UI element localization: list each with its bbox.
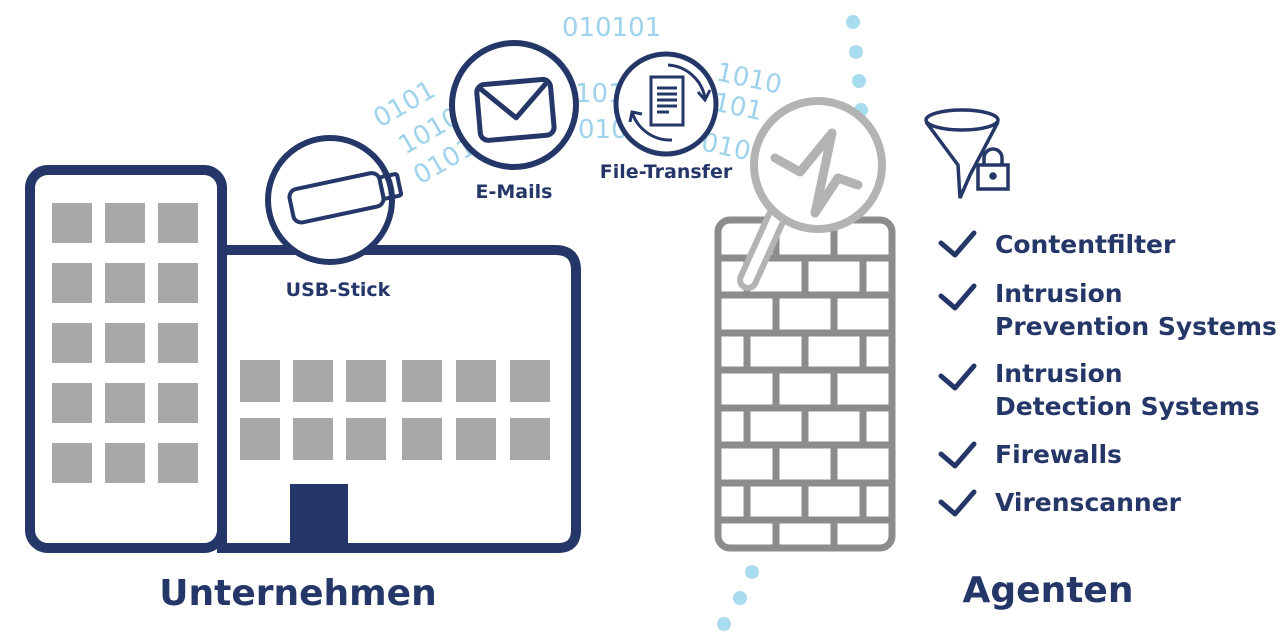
checklist-item: Firewalls xyxy=(938,440,1122,469)
agents-title: Agenten xyxy=(963,570,1134,611)
email-channel: E-Mails xyxy=(449,40,579,203)
door xyxy=(290,484,348,546)
firewall-wall-icon xyxy=(714,216,896,552)
protection-checklist: Contentfilter Intrusion Prevention Syste… xyxy=(938,230,1277,517)
funnel-lock-icon xyxy=(924,108,1010,199)
checklist-item: Intrusion Prevention Systems xyxy=(938,279,1277,341)
svg-text:USB-Stick: USB-Stick xyxy=(286,279,391,301)
company-title: Unternehmen xyxy=(159,573,436,614)
svg-text:Detection Systems: Detection Systems xyxy=(995,392,1260,421)
file-transfer-icon xyxy=(628,63,712,142)
check-icon xyxy=(938,230,977,258)
check-icon xyxy=(938,489,977,517)
company-building xyxy=(25,165,581,553)
low-building-windows xyxy=(240,360,550,460)
svg-text:Contentfilter: Contentfilter xyxy=(995,230,1176,259)
svg-text:Prevention Systems: Prevention Systems xyxy=(995,312,1277,341)
divider-dots xyxy=(717,15,868,631)
svg-text:Intrusion: Intrusion xyxy=(995,359,1123,388)
svg-text:File-Transfer: File-Transfer xyxy=(600,161,733,183)
usb-stick-channel: USB-Stick xyxy=(265,135,404,301)
file-transfer-channel: File-Transfer xyxy=(600,51,733,183)
checklist-item: Intrusion Detection Systems xyxy=(938,359,1260,421)
check-icon xyxy=(938,363,977,391)
check-icon xyxy=(938,441,977,469)
svg-text:E-Mails: E-Mails xyxy=(476,181,553,203)
tower-windows xyxy=(52,203,198,483)
svg-text:Intrusion: Intrusion xyxy=(995,279,1123,308)
checklist-item: Virenscanner xyxy=(938,488,1182,517)
check-icon xyxy=(938,283,977,311)
checklist-item: Contentfilter xyxy=(938,230,1176,259)
envelope-icon xyxy=(474,76,557,143)
svg-text:Virenscanner: Virenscanner xyxy=(995,488,1182,517)
usb-stick-icon xyxy=(287,171,404,225)
magnifier-icon xyxy=(737,97,886,291)
svg-text:Firewalls: Firewalls xyxy=(995,440,1122,469)
svg-text:010101: 010101 xyxy=(562,13,661,43)
